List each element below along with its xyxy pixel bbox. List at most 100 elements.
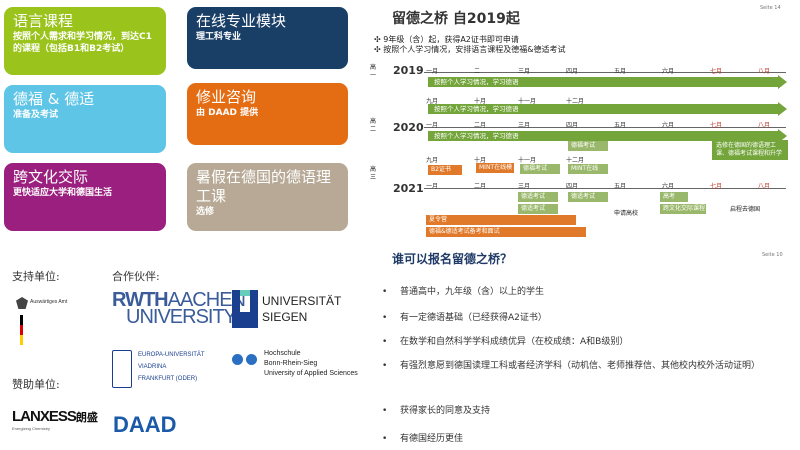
lanxess-cn: 朗盛 <box>75 412 98 424</box>
b2-box: B2证书 <box>428 165 462 175</box>
slide2-title: 谁可以报名留德之桥？ <box>392 252 513 266</box>
camp-bar: 夏令营 <box>426 215 576 225</box>
month: 五月 <box>614 68 627 75</box>
list-item: 普通高中，九年级（含）以上的学生 <box>382 285 782 299</box>
brs-text-a: Hochschule <box>264 350 301 357</box>
circle-icon <box>232 354 243 365</box>
list-item-text: 获得家长的同意及支持 <box>400 406 491 416</box>
gaokao-box: 高考 <box>660 192 688 202</box>
brs-text-b: Bonn-Rhein-Sieg <box>264 360 318 367</box>
slide1-title: 留德之桥 自2019起 <box>392 11 520 27</box>
timeline-line <box>424 127 786 128</box>
month: 十一月 <box>518 157 537 164</box>
tile-sub: 由 DAAD 提供 <box>196 108 259 118</box>
tile-title: 暑假在德国的德语理工课 <box>196 168 332 205</box>
circle-icon <box>246 354 257 365</box>
tile-testdaf: 德福 & 德适准备及考试 <box>4 85 166 153</box>
year-label: 2019 <box>393 64 424 77</box>
bullet: ✣ 按照个人学习情况，安排语言课程及德福&德适考试 <box>374 45 566 54</box>
list-item: 有一定德语基础（已经获得A2证书） <box>382 311 782 325</box>
year-label: 2021 <box>393 182 424 195</box>
mint-box: MINT在线 <box>568 164 608 174</box>
list-item-text: 有德国经历更佳 <box>400 434 464 444</box>
month: 七月 <box>710 122 723 129</box>
exam-box: 德福考试 <box>568 141 608 151</box>
list-item: 获得家长的同意及支持 <box>382 404 782 418</box>
month: 十二月 <box>566 157 585 164</box>
viadrina-text-a: EUROPA-UNIVERSITÄT <box>138 352 205 358</box>
month: 九月 <box>426 157 439 164</box>
viadrina-crest-icon <box>112 350 132 388</box>
page-number: Seite 14 <box>760 5 781 11</box>
learning-bar: 按照个人学习情况，学习德语 <box>428 75 787 89</box>
month: 四月 <box>566 183 579 190</box>
month: 六月 <box>662 68 675 75</box>
month: 八月 <box>758 183 771 190</box>
timeline-line <box>424 188 786 189</box>
tile-consulting: 修业咨询由 DAAD 提供 <box>187 83 348 145</box>
prep-bar: 德福&德适考试备考和面试 <box>426 227 586 237</box>
siegen-name-text: SIEGEN <box>262 310 308 324</box>
aa-text: Auswärtiges Amt <box>30 299 68 305</box>
lanxess-text: LANXESS <box>12 408 77 425</box>
tile-summer-course: 暑假在德国的德语理工课选修 <box>187 163 348 231</box>
tile-title: 德福 & 德适 <box>13 90 95 108</box>
lanxess-sub: Energizing Chemistry <box>12 426 51 431</box>
tile-title: 在线专业模块 <box>196 12 287 30</box>
exam-box: 德适考试 <box>568 192 608 202</box>
grade-label: 高三 <box>370 166 377 181</box>
month: 二月 <box>474 183 487 190</box>
leave-note: 启程去德国 <box>730 206 761 213</box>
tile-language-course: 语言课程按照个人需求和学习情况，到达C1的课程（包括B1和B2考试） <box>4 7 166 75</box>
month: 八月 <box>758 122 771 129</box>
bonn-rhein-sieg-logo: Hochschule Bonn-Rhein-Sieg University of… <box>232 350 377 390</box>
list-item-text: 有一定德语基础（已经获得A2证书） <box>400 313 547 323</box>
month: 二 <box>474 68 481 75</box>
brs-text-c: University of Applied Sciences <box>264 370 358 377</box>
siegen-mark-icon <box>232 290 258 328</box>
month: 二月 <box>474 122 487 129</box>
month: 三月 <box>518 122 531 129</box>
daad-logo: DAAD <box>113 412 177 437</box>
month: 八月 <box>758 68 771 75</box>
month: 一月 <box>426 122 439 129</box>
tile-title: 跨文化交际 <box>13 168 89 186</box>
tile-online-module: 在线专业模块理工科专业 <box>187 7 348 69</box>
month: 一月 <box>426 68 439 75</box>
grade-label: 高二 <box>370 118 377 133</box>
partners-label: 合作伙伴: <box>112 270 160 283</box>
siegen-uni-text: UNIVERSITÄT <box>262 294 342 308</box>
grade-label: 高一 <box>370 64 377 79</box>
month: 十月 <box>474 157 487 164</box>
list-item-text: 普通高中，九年级（含）以上的学生 <box>400 287 545 297</box>
month: 三月 <box>518 183 531 190</box>
tile-title: 修业咨询 <box>196 88 257 106</box>
month: 一月 <box>426 183 439 190</box>
learning-bar: 按照个人学习情况，学习德语 <box>428 129 787 143</box>
eagle-icon <box>16 297 28 309</box>
list-item: 在数学和自然科学学科成绩优异（在校成绩：A和B级别） <box>382 335 782 349</box>
exam-box: 德适考试 <box>518 204 558 214</box>
viadrina-text-c: FRANKFURT (ODER) <box>138 376 198 382</box>
tile-title: 语言课程 <box>13 12 74 30</box>
list-item-text: 在数学和自然科学学科成绩优异（在校成绩：A和B级别） <box>400 337 629 347</box>
rwth-text: RWTH <box>112 289 169 311</box>
tile-sub: 更快适应大学和德国生活 <box>13 188 113 198</box>
viadrina-text-b: VIADRINA <box>138 364 167 370</box>
month: 十二月 <box>566 98 585 105</box>
month: 七月 <box>710 68 723 75</box>
auswaertiges-amt-logo: Auswärtiges Amt <box>12 297 82 349</box>
month: 六月 <box>662 122 675 129</box>
list-item: 有强烈意愿到德国读理工科或者经济学科（动机信、老师推荐信、其他校内校外活动证明） <box>382 359 792 373</box>
exam-box: 德福考试 <box>520 164 560 174</box>
bullet: ✣ 9年级（含）起，获得A2证书即可申请 <box>374 35 519 44</box>
apply-note: 申请高校 <box>614 210 639 217</box>
siegen-logo: UNIVERSITÄT SIEGEN <box>232 290 362 332</box>
summer-option: 选修在德国的德语理工课、德福考试课程和升学 <box>712 140 788 160</box>
month: 三月 <box>518 68 531 75</box>
year-label: 2020 <box>393 121 424 134</box>
list-item: 有德国经历更佳 <box>382 432 782 446</box>
support-label: 支持单位: <box>12 270 60 283</box>
intercultural-box: 跨文化交际课程 <box>660 204 706 214</box>
month: 五月 <box>614 183 627 190</box>
